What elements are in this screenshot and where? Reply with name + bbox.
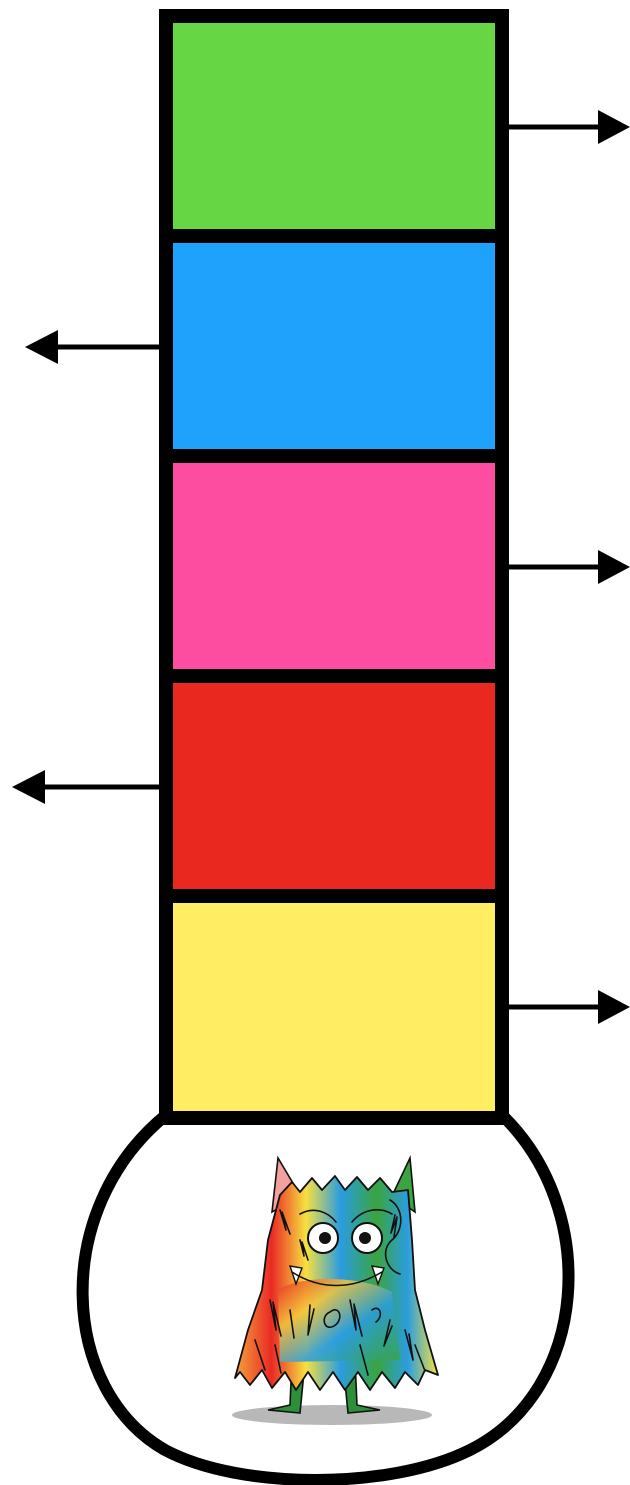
arrow-left-icon xyxy=(12,770,160,804)
band-blue xyxy=(166,236,502,456)
band-green xyxy=(166,16,502,236)
band-pink xyxy=(166,456,502,676)
arrow-right-icon xyxy=(509,990,630,1024)
arrow-right-icon xyxy=(509,550,630,584)
band-red xyxy=(166,676,502,896)
arrow-left-icon xyxy=(25,330,160,364)
band-yellow xyxy=(166,896,502,1118)
arrow-right-icon xyxy=(509,110,630,144)
